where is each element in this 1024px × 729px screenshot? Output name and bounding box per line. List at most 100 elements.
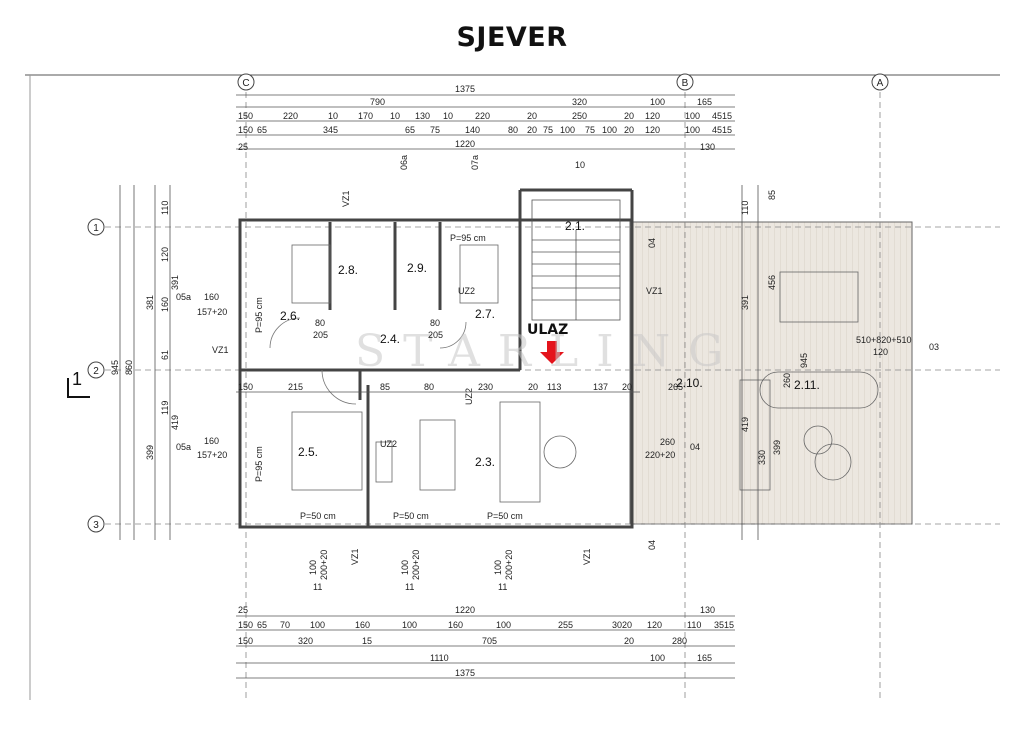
dim-left-945: 945 [110,360,120,375]
window-260: 260 [660,437,675,447]
dim-top4-5: 140 [465,125,480,135]
dim-top4-15: 4515 [712,125,732,135]
axis-1-label: 1 [93,223,99,234]
room-2-9: 2.9. [407,261,427,275]
dim-mid-4: 230 [478,382,493,392]
dim-top3-2: 10 [328,111,338,121]
dim-mid-3: 80 [424,382,434,392]
room-2-6: 2.6. [280,309,300,323]
dim-right2-0: 391 [740,295,750,310]
parapet-left-2: P=95 cm [254,446,264,482]
dim-top4-10: 75 [585,125,595,135]
vz1-bottom-1: VZ1 [350,548,360,565]
dim-top4-4: 75 [430,125,440,135]
dim-bot3-4: 20 [624,636,634,646]
axis-c-label: C [242,78,249,89]
window-120: 120 [873,347,888,357]
grid-lines [105,82,1000,700]
tag-03: 03 [929,342,939,352]
window-160-2: 160 [204,436,219,446]
dim-bot2-7: 100 [496,620,511,630]
dim-left3-5: 419 [170,415,180,430]
annotation-labels: VZ1 VZ1 VZ1 VZ1 VZ1 UZ2 UZ2 UZ2 P=95 cm … [176,155,939,592]
dim-top-790: 790 [370,97,385,107]
section-marker: 1 [67,369,90,398]
dim-right2-6: 260 [782,373,792,388]
dim-mid-5: 20 [528,382,538,392]
dim-bot2-11: 110 [687,620,701,630]
dim-top3-0: 150 [238,111,253,121]
window-200-1: 200+20 [319,550,329,580]
dim-right2-3: 419 [740,417,750,432]
stairs [531,199,621,321]
dim-bot3-2: 15 [362,636,372,646]
window-220: 220+20 [645,450,675,460]
dim-top3-7: 220 [475,111,490,121]
dim-top3-3: 170 [358,111,373,121]
dim-left3-1: 391 [170,275,180,290]
dim-top4-14: 100 [685,125,700,135]
dim-left3-4: 119 [160,401,170,415]
dim-top5-130: 130 [700,142,715,152]
door-205-1: 205 [313,330,328,340]
vz1-bottom-2: VZ1 [582,548,592,565]
furniture [291,244,879,503]
parapet-bottom-2: P=50 cm [393,511,429,521]
dim-top3-12: 100 [685,111,700,121]
tag-11-2: 11 [405,582,414,592]
window-05a-2: 05a [176,442,191,452]
dim-mid-0: 150 [238,382,253,392]
window-100-2: 100 [400,560,410,575]
uz2-mid: UZ2 [464,388,474,405]
room-2-4: 2.4. [380,332,400,346]
doors [269,317,467,405]
door-80-1: 80 [315,318,325,328]
dim-bot1-25: 25 [238,605,248,615]
dim-right1-4: 85 [767,190,777,200]
room-2-5: 2.5. [298,445,318,459]
dim-right2-1: 456 [767,275,777,290]
dim-bot2-5: 100 [402,620,417,630]
dim-top-320: 320 [572,97,587,107]
parapet-bottom-1: P=50 cm [300,511,336,521]
dim-top4-6: 80 [508,125,518,135]
entrance-label: ULAZ [527,322,568,338]
dim-bot2-9: 3020 [612,620,632,630]
parapet-bottom-3: P=50 cm [487,511,523,521]
dim-left3-6: 399 [145,445,155,460]
dim-top3-13: 4515 [712,111,732,121]
dim-top5-1220: 1220 [455,139,475,149]
dim-right2-4: 330 [757,450,767,465]
dim-left4-6: 160 [160,297,170,312]
dim-left4-4: 110 [160,201,170,215]
window-157-1: 157+20 [197,307,227,317]
dim-top4-2: 345 [323,125,338,135]
dim-bot3-5: 280 [672,636,687,646]
dim-bot4-100: 100 [650,653,665,663]
dim-left3-3: 61 [160,350,170,360]
dim-top4-9: 100 [560,125,575,135]
room-2-7: 2.7. [475,307,495,321]
dim-bot1-130: 130 [700,605,715,615]
dim-bot3-3: 705 [482,636,497,646]
room-2-11: 2.11. [794,378,820,392]
dim-bot2-6: 160 [448,620,463,630]
svg-text:1: 1 [72,369,82,389]
dim-top4-7: 20 [527,125,537,135]
dim-bot2-2: 70 [280,620,290,630]
tag-04-3: 04 [647,540,657,550]
dim-bot5-total: 1375 [455,668,475,678]
dim-top3-11: 120 [645,111,660,121]
room-2-1: 2.1. [565,219,585,233]
room-labels: 2.1. 2.3. 2.4. 2.5. 2.6. 2.7. 2.8. 2.9. … [280,219,820,469]
tag-10: 10 [575,160,585,170]
dim-bot2-3: 100 [310,620,325,630]
window-100-3: 100 [493,560,503,575]
window-200-3: 200+20 [504,550,514,580]
window-100-1: 100 [308,560,318,575]
dim-right1-0: 110 [740,201,750,215]
room-2-8: 2.8. [338,263,358,277]
tag-04-1: 04 [647,238,657,248]
vz1-top: VZ1 [341,190,351,207]
